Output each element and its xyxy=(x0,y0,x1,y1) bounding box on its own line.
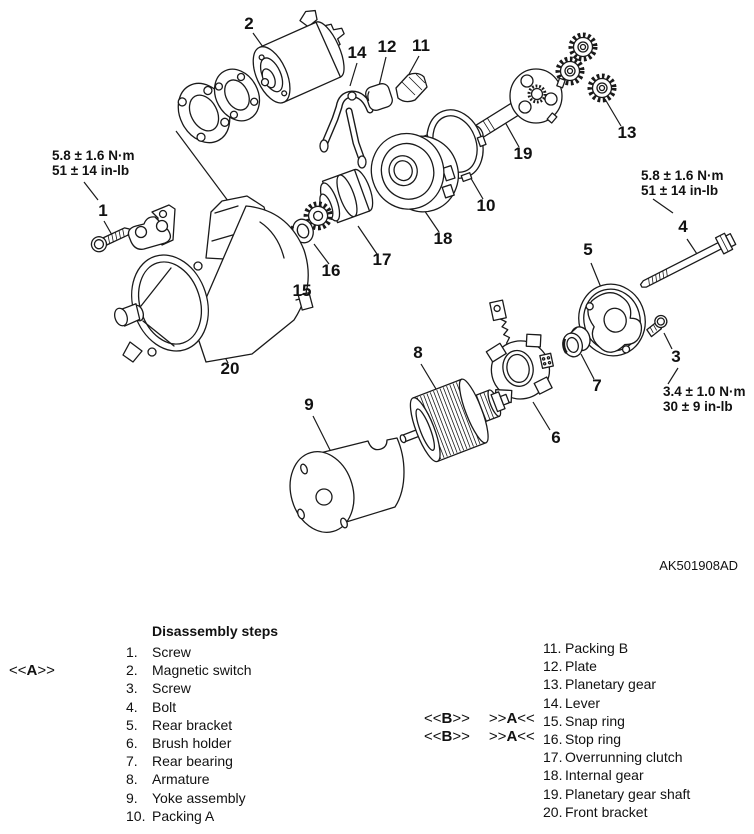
torque-note-bottom-right: 3.4 ± 1.0 N·m 30 ± 9 in-lb xyxy=(663,384,745,414)
marker-a-rev: >>A<< xyxy=(488,728,535,746)
callout-15: 15 xyxy=(293,281,312,300)
yoke-part xyxy=(289,437,405,533)
callout-1: 1 xyxy=(98,201,107,220)
step-item: 1.Screw xyxy=(126,644,191,660)
marker-b: <<B>> xyxy=(424,728,470,746)
step-item: 10.Packing A xyxy=(126,807,215,824)
screw-3-part xyxy=(646,314,668,338)
step-item: 13.Planetary gear xyxy=(543,676,657,693)
screw-1-part xyxy=(90,227,131,253)
callout-numbers: 1 2 3 4 5 6 7 8 9 10 11 12 13 14 15 16 1… xyxy=(98,14,688,447)
callout-5: 5 xyxy=(583,240,592,259)
front-bracket-part xyxy=(114,195,314,363)
torque-note-top-left: 5.8 ± 1.6 N·m 51 ± 14 in-lb xyxy=(52,148,134,178)
torque-line: 51 ± 14 in-lb xyxy=(52,163,129,178)
callout-9: 9 xyxy=(304,395,313,414)
disassembly-steps-left: 1.Screw 2.Magnetic switch 3.Screw 4.Bolt… xyxy=(126,643,252,825)
torque-note-right: 5.8 ± 1.6 N·m 51 ± 14 in-lb xyxy=(641,168,723,198)
internal-gear-part xyxy=(370,132,459,213)
step-item: 12.Plate xyxy=(543,658,597,675)
callout-17: 17 xyxy=(373,250,392,269)
brush-holder-part xyxy=(485,299,554,404)
callout-12: 12 xyxy=(378,37,397,56)
marker-a-post: >> xyxy=(37,662,55,679)
torque-line: 30 ± 9 in-lb xyxy=(663,399,733,414)
step-item: 17.Overrunning clutch xyxy=(543,749,683,766)
torque-line: 51 ± 14 in-lb xyxy=(641,183,718,198)
callout-20: 20 xyxy=(221,359,240,378)
gasket-front xyxy=(213,68,261,122)
step-item: 11.Packing B xyxy=(543,640,629,656)
packing-b-part xyxy=(395,72,428,103)
step-item: 6.Brush holder xyxy=(126,735,232,752)
marker-row: <<B>> >>A<< xyxy=(424,710,535,728)
callout-6: 6 xyxy=(551,428,560,447)
magnetic-switch-part xyxy=(252,9,345,104)
step-item: 20.Front bracket xyxy=(543,803,648,820)
step-item: 14.Lever xyxy=(543,694,601,711)
torque-line: 5.8 ± 1.6 N·m xyxy=(641,168,723,183)
legend-title: Disassembly steps xyxy=(152,623,279,639)
step-item: 3.Screw xyxy=(126,680,191,697)
step-item: 5.Rear bracket xyxy=(126,716,233,733)
callout-10: 10 xyxy=(477,196,496,215)
step-item: 15.Snap ring xyxy=(543,712,625,729)
planetary-gears-part xyxy=(555,32,617,103)
bolt-part xyxy=(639,232,737,288)
callout-19: 19 xyxy=(514,144,533,163)
marker-a-pre: << xyxy=(9,662,27,679)
callout-13: 13 xyxy=(618,123,637,142)
marker-a: <<A>> xyxy=(9,662,55,679)
lead-clamp-part xyxy=(127,204,176,250)
step-item: 19.Planetary gear shaft xyxy=(543,785,691,802)
rear-bearing-part xyxy=(562,326,591,358)
marker-row: <<B>> >>A<< xyxy=(424,728,535,746)
step-item: 18.Internal gear xyxy=(543,767,644,784)
callout-3: 3 xyxy=(671,347,680,366)
marker-b: <<B>> xyxy=(424,710,470,727)
callout-8: 8 xyxy=(413,343,422,362)
marker-a-letter: A xyxy=(26,662,38,679)
exploded-diagram: 1 2 3 4 5 6 7 8 9 10 11 12 13 14 15 16 1… xyxy=(52,9,745,573)
callout-14: 14 xyxy=(348,43,367,62)
step-item: 8.Armature xyxy=(126,771,210,788)
marker-a-rev: >>A<< xyxy=(488,710,535,727)
step-item: 2.Magnetic switch xyxy=(126,662,252,679)
callout-4: 4 xyxy=(678,217,688,236)
step-item: 4.Bolt xyxy=(126,698,177,715)
disassembly-steps-right: 11.Packing B 12.Plate 13.Planetary gear … xyxy=(543,639,690,821)
figure-code: AK501908AD xyxy=(659,558,738,573)
step-item: 7.Rear bearing xyxy=(126,753,233,770)
armature-part xyxy=(399,378,510,463)
marker-b-rows: <<B>> >>A<< <<B>> >>A<< xyxy=(424,710,535,747)
callout-18: 18 xyxy=(434,229,453,248)
torque-line: 3.4 ± 1.0 N·m xyxy=(663,384,745,399)
callout-11: 11 xyxy=(412,36,430,55)
rear-bracket-part xyxy=(578,283,646,357)
callout-7: 7 xyxy=(592,376,601,395)
step-item: 16.Stop ring xyxy=(543,731,622,748)
step-item: 9.Yoke assembly xyxy=(126,789,246,806)
lever-part xyxy=(319,90,374,169)
plate-part xyxy=(365,83,393,111)
callout-2: 2 xyxy=(244,14,253,33)
callout-16: 16 xyxy=(322,261,341,280)
torque-line: 5.8 ± 1.6 N·m xyxy=(52,148,134,163)
